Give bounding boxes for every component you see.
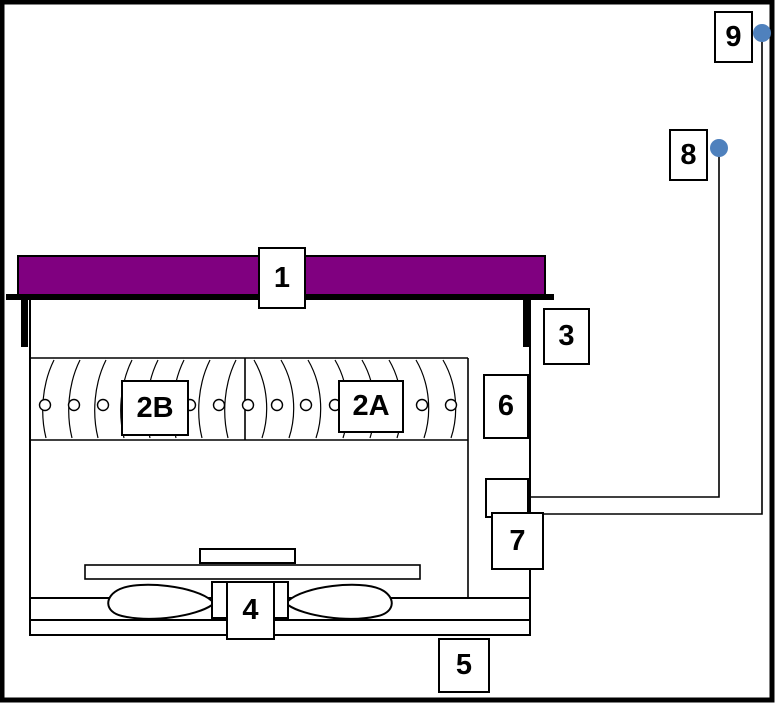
coil-band [30, 357, 469, 598]
callout-5-base: 5 [438, 638, 490, 693]
callout-6-channel: 6 [483, 374, 529, 439]
sensor-8-bulb-icon [710, 139, 728, 157]
sensor-8-wire [528, 150, 720, 498]
callout-1-top-panel: 1 [258, 247, 306, 309]
fan-motor [199, 548, 296, 564]
callout-7-control-box: 7 [491, 512, 544, 570]
callout-4-fan: 4 [226, 581, 275, 640]
bracket-left-clip [21, 300, 28, 347]
callout-3-bracket: 3 [543, 308, 590, 365]
callout-2b-coil-left: 2B [121, 380, 189, 436]
fan-blade-right [287, 583, 393, 620]
callout-9-sensor: 9 [714, 11, 753, 63]
callout-2a-coil-right: 2A [338, 380, 404, 433]
callout-8-sensor: 8 [669, 129, 708, 181]
sensor-9-bulb-icon [753, 24, 771, 42]
bracket-right-clip [523, 300, 530, 347]
fan-shroud [84, 564, 421, 580]
sensor-9-wire [528, 38, 763, 515]
fan-blade-left [107, 583, 213, 620]
